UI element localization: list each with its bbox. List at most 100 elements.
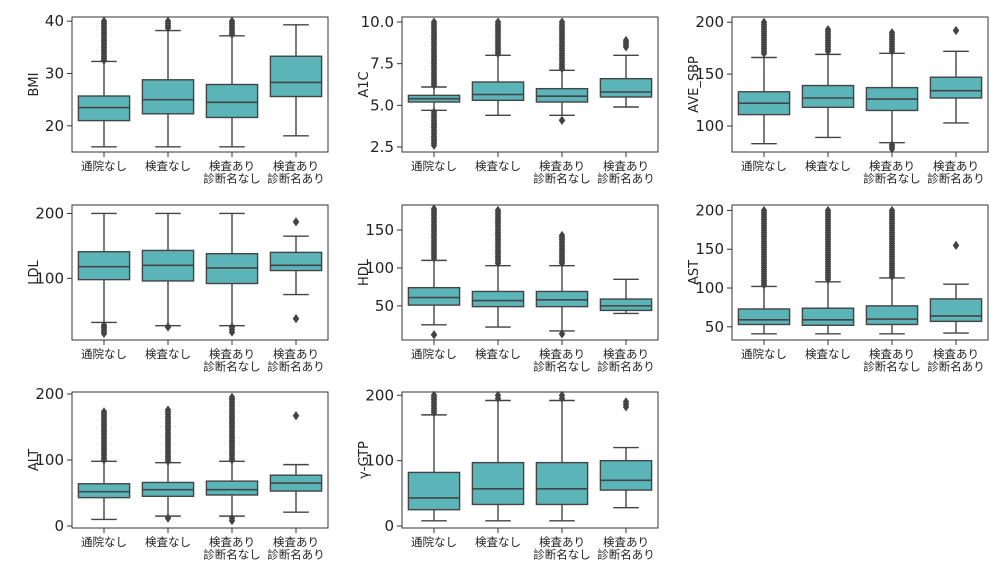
- iqr-box: [801, 307, 855, 326]
- axes-frame: [401, 204, 659, 341]
- flier-high: [292, 411, 300, 421]
- box-1: [407, 390, 461, 522]
- y-tick-label: 100: [695, 279, 724, 297]
- axes-frame: [401, 16, 659, 153]
- box-4: [269, 411, 323, 513]
- y-tick-label: 0: [384, 517, 394, 535]
- y-tick-label: 200: [35, 204, 64, 222]
- flier-high: [228, 16, 236, 26]
- y-tick-label: 40: [45, 12, 64, 30]
- iqr-box: [77, 483, 131, 499]
- y-tick-label: 0: [54, 517, 64, 535]
- x-category-label: 検査なし: [805, 347, 851, 361]
- y-tick-label: 10.0: [361, 13, 394, 31]
- x-category-label: 検査なし: [805, 159, 851, 173]
- x-category-label: 診断名なし: [533, 548, 591, 562]
- x-category-label: 診断名なし: [203, 360, 261, 374]
- box-4: [269, 217, 323, 324]
- iqr-box: [535, 461, 589, 506]
- flier-low: [888, 140, 896, 150]
- flier-high: [430, 17, 438, 27]
- box-4: [929, 240, 983, 334]
- panel-ldl: 100200通院なし検査なし検査あり診断名なし検査あり診断名ありLDL: [27, 204, 329, 374]
- x-category-label: 通院なし: [741, 347, 787, 361]
- flier-low: [558, 115, 566, 125]
- flier-high: [760, 205, 768, 215]
- y-tick-label: 100: [35, 269, 64, 287]
- flier-low: [228, 513, 236, 523]
- x-category-label: 通院なし: [411, 535, 457, 549]
- box-3: [535, 390, 589, 522]
- y-axis-label: A1C: [357, 71, 372, 97]
- y-axis-label: HDL: [357, 258, 372, 286]
- x-category-label: 検査あり: [209, 347, 255, 361]
- x-category-label: 検査なし: [145, 347, 191, 361]
- flier-high: [228, 392, 236, 402]
- axes-frame: [731, 204, 989, 341]
- axes-frame: [71, 204, 329, 341]
- y-tick-label: 7.5: [370, 55, 394, 73]
- panel-ast: 50100150200通院なし検査なし検査あり診断名なし検査あり診断名ありAST: [687, 201, 989, 374]
- flier-low: [558, 329, 566, 339]
- y-tick-label: 150: [695, 65, 724, 83]
- iqr-box: [77, 251, 131, 281]
- axes-frame: [401, 391, 659, 529]
- x-category-label: 通院なし: [81, 535, 127, 549]
- flier-high: [292, 217, 300, 227]
- y-tick-label: 200: [695, 13, 724, 31]
- x-category-label: 検査なし: [475, 347, 521, 361]
- box-4: [269, 24, 323, 137]
- y-tick-label: 100: [365, 452, 394, 470]
- iqr-box: [801, 84, 855, 109]
- x-category-label: 検査なし: [145, 159, 191, 173]
- y-tick-label: 20: [45, 117, 64, 135]
- box-3: [865, 205, 919, 335]
- x-category-label: 検査あり: [539, 535, 585, 549]
- x-category-label: 診断名あり: [267, 360, 325, 374]
- iqr-box: [599, 77, 653, 98]
- panel-hdl: 50100150通院なし検査なし検査あり診断名なし検査あり診断名ありHDL: [357, 204, 659, 374]
- y-axis-label: ALT: [27, 449, 42, 471]
- box-3: [865, 28, 919, 154]
- iqr-box: [929, 298, 983, 323]
- iqr-box: [929, 76, 983, 99]
- x-category-label: 通院なし: [741, 159, 787, 173]
- y-tick-label: 50: [705, 318, 724, 336]
- y-axis-label: LDL: [27, 259, 42, 284]
- x-category-label: 診断名あり: [267, 548, 325, 562]
- flier-high: [622, 35, 630, 45]
- flier-high: [824, 24, 832, 34]
- panel-alt: 0100200通院なし検査なし検査あり診断名なし検査あり診断名ありALT: [27, 385, 329, 562]
- y-tick-label: 200: [365, 386, 394, 404]
- x-category-label: 検査あり: [869, 159, 915, 173]
- iqr-box: [205, 480, 259, 496]
- box-3: [205, 392, 259, 526]
- flier-high: [100, 407, 108, 417]
- x-category-label: 通院なし: [81, 347, 127, 361]
- iqr-box: [599, 459, 653, 491]
- panel-ave-sbp: 100150200通院なし検査なし検査あり診断名なし検査あり診断名ありAVE_S…: [687, 13, 989, 186]
- x-category-label: 検査あり: [933, 347, 979, 361]
- flier-low: [430, 330, 438, 340]
- box-3: [535, 230, 589, 339]
- y-tick-label: 5.0: [370, 96, 394, 114]
- box-2: [801, 24, 855, 139]
- y-axis-label: γ-GTP: [357, 441, 372, 479]
- x-category-label: 検査あり: [539, 159, 585, 173]
- flier-low: [292, 314, 300, 324]
- flier-high: [824, 205, 832, 215]
- flier-low: [164, 322, 172, 332]
- iqr-box: [407, 471, 461, 511]
- iqr-box: [269, 251, 323, 272]
- box-4: [599, 278, 653, 315]
- panel--gtp: 0100200通院なし検査なし検査あり診断名なし検査あり診断名ありγ-GTP: [357, 386, 659, 562]
- x-category-label: 検査あり: [539, 347, 585, 361]
- flier-high: [558, 390, 566, 400]
- iqr-box: [471, 461, 525, 506]
- flier-low: [228, 322, 236, 332]
- box-1: [77, 407, 131, 521]
- x-category-label: 検査なし: [475, 159, 521, 173]
- x-category-label: 検査あり: [209, 535, 255, 549]
- flier-high: [494, 390, 502, 400]
